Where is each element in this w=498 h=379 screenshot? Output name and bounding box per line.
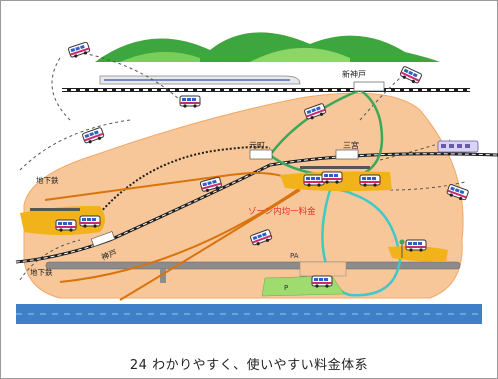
bus-icon bbox=[79, 215, 101, 229]
station-label-shin-kobe: 新神戸 bbox=[342, 69, 366, 79]
orange-routes bbox=[44, 172, 301, 301]
bus-icon bbox=[359, 174, 381, 188]
train-icon bbox=[437, 140, 479, 153]
upper-rail-line bbox=[62, 88, 470, 92]
bus-icon bbox=[321, 171, 343, 185]
bus-icon bbox=[81, 126, 106, 146]
zone-fare-label: ゾーン内均一料金 bbox=[248, 206, 316, 217]
bus-icon bbox=[179, 95, 201, 109]
bus-icon bbox=[67, 41, 92, 60]
bus-stop-icon bbox=[399, 239, 405, 258]
bus-icon bbox=[311, 275, 333, 289]
figure-caption: 24 わかりやすく、使いやすい料金体系 bbox=[129, 358, 369, 373]
parking-box-center bbox=[299, 261, 347, 277]
station-label-sannomiya: 三宮 bbox=[343, 140, 359, 150]
shinkansen-icon bbox=[99, 75, 301, 85]
p-label: P bbox=[284, 284, 288, 292]
pa-label: PA bbox=[290, 252, 299, 260]
subway-label-bottom: 地下鉄 bbox=[30, 267, 53, 277]
station-boxes bbox=[90, 81, 385, 247]
bus-icon bbox=[55, 219, 77, 233]
fare-zone-area bbox=[23, 92, 464, 299]
cyan-shuttle-route bbox=[321, 188, 402, 297]
bus-icon bbox=[398, 65, 423, 86]
bus-icon bbox=[303, 174, 325, 188]
subway-label-top: 地下鉄 bbox=[36, 175, 59, 185]
station-label-motomachi: 元町 bbox=[249, 141, 265, 150]
jr-rail-line bbox=[15, 152, 498, 264]
bus-icon bbox=[405, 239, 427, 253]
mountains bbox=[95, 32, 440, 62]
private-rail-line bbox=[89, 145, 271, 226]
